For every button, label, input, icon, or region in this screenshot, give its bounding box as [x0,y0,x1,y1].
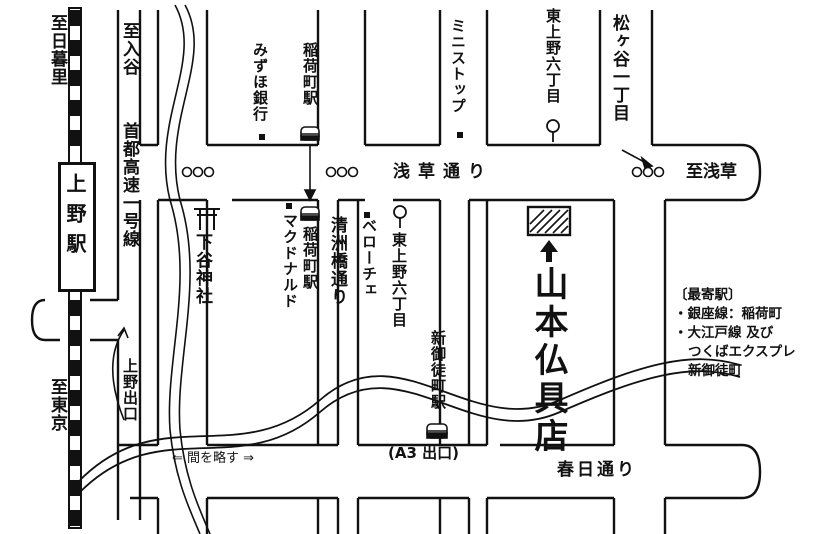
nearest-line-2: ・大江戸線 及び [674,325,774,341]
a3-exit-label: (A3 出口) [388,444,459,462]
bus-stop-icons [393,119,560,228]
shin-okachimachi-station-label: 新御徒町駅 [429,330,447,410]
matsugaya-label: 松ヶ谷一丁目 [609,14,629,122]
nearest-stations-box: 〔最寄駅〕 ・銀座線：稲荷町 ・大江戸線 及び つくばエクスプレ 新御徒町 [674,286,814,381]
seishubashi-dori-label: 清洲橋通り [327,216,347,306]
omitted-label: ⇐ 間を略す ⇒ [172,451,255,466]
direction-nippori: 至日暮里 [47,14,67,86]
traffic-lights [181,166,665,178]
shop-name-label: 山本仏具店 [528,266,568,456]
ueno-exit-label: 上野出口 [121,358,139,422]
mcdonalds-label: マクドナルド [281,213,299,309]
shop-arrow-icon [540,240,558,262]
mizuho-bank-label: みずほ銀行 [251,42,269,122]
subway-entrance-inaricho-south-icon [300,206,320,221]
expressway-label: 首都高速一号線 [119,122,139,248]
wavy-separator-left [164,4,211,534]
left-side-roads [30,298,118,342]
expressway-exit-arrow [111,326,129,421]
nearest-line-3: つくばエクスプレ [688,344,796,360]
shitaya-shrine-label: 下谷神社 [192,233,212,305]
nearest-title: 〔最寄駅〕 [674,287,742,303]
asakusa-dori-label: 浅草通り [393,162,493,182]
inaricho-station-north-label: 稲荷町駅 [301,42,319,106]
ueno-station-box: 上野駅 [58,162,96,292]
nearest-line-1: ・銀座線：稲荷町 [674,306,782,322]
subway-entrance-inaricho-north-icon [300,126,320,141]
ministop-label: ミニストップ [449,18,467,114]
direction-iriya: 至入谷 [119,22,139,76]
higashiueno-6-south-label: 東上野六丁目 [390,232,408,328]
subway-entrance-icons [300,126,448,439]
direction-tokyo: 至東京 [47,378,67,432]
veloce-label: ベローチェ [360,218,378,298]
kasuga-dori-label: 春日通り [557,460,637,480]
higashiueno-6-north-label: 東上野六丁目 [544,8,562,104]
inaricho-arrow [303,145,317,202]
inaricho-station-south-label: 稲荷町駅 [301,226,319,290]
shop-location-icon [526,205,572,237]
omitted-text: 間を略す [187,451,240,466]
direction-asakusa: 至浅草 [686,162,737,182]
landmark-markers [259,132,463,218]
road-asakusa-dori [140,143,762,202]
subway-wavy-line [79,358,741,493]
matsugaya-arrow [621,149,654,169]
bus-stop-north-icon [546,119,560,142]
shrine-torii-icon [194,208,220,230]
bus-stop-south-icon [393,205,407,228]
nearest-line-4: 新御徒町 [688,363,742,379]
ueno-station-label: 上野駅 [63,173,87,263]
road-network [116,10,762,534]
subway-entrance-shinokachimachi-icon [426,423,448,439]
